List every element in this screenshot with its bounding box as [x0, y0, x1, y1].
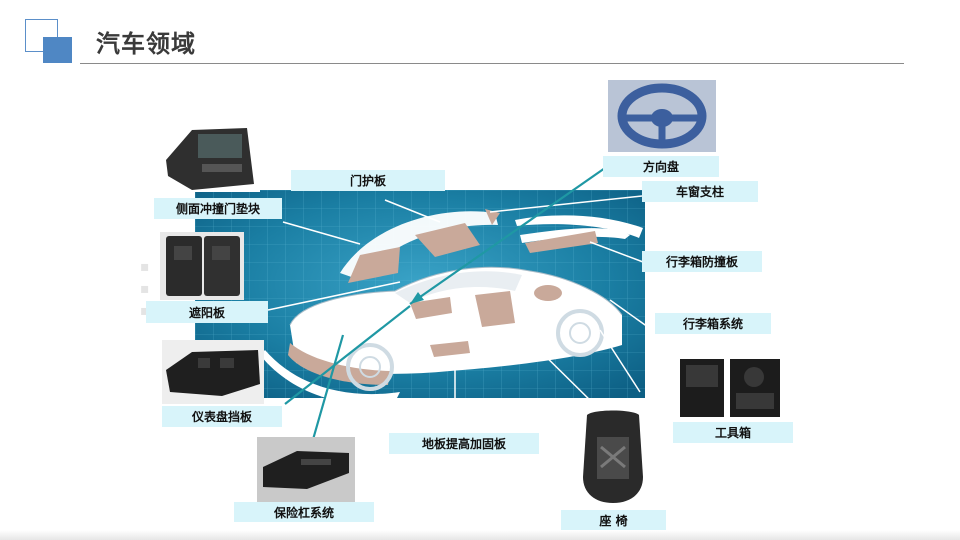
- logo-square-filled: [43, 37, 72, 63]
- dashboard-baffle-photo: [162, 340, 264, 404]
- logo-square-outline: [25, 19, 58, 52]
- car-illustration: [288, 209, 630, 391]
- label-trunk-bumper-board: 行李箱防撞板: [642, 251, 762, 272]
- page-title: 汽车领域: [96, 30, 196, 58]
- label-trunk-system: 行李箱系统: [655, 313, 771, 334]
- sun-visor-photo: [160, 232, 244, 300]
- tool-box-photo: [674, 355, 786, 421]
- label-tool-box: 工具箱: [673, 422, 793, 443]
- swoosh-decoration: [260, 350, 400, 404]
- swoosh-decoration-top: [515, 215, 643, 238]
- seat-photo: [573, 407, 653, 507]
- label-side-impact-pad: 侧面冲撞门垫块: [154, 198, 282, 219]
- label-door-panel: 门护板: [291, 170, 445, 191]
- label-floor-reinforcement: 地板提高加固板: [389, 433, 539, 454]
- title-divider: [80, 63, 904, 64]
- faint-background-text: ▪▪▪: [140, 259, 150, 319]
- label-sun-visor: 遮阳板: [146, 301, 268, 323]
- label-bumper-system: 保险杠系统: [234, 502, 374, 522]
- bumper-system-photo: [257, 437, 355, 503]
- label-dashboard-baffle: 仪表盘挡板: [162, 406, 282, 427]
- label-window-pillar: 车窗支柱: [642, 181, 758, 202]
- bottom-shadow: [0, 530, 960, 540]
- label-steering-wheel: 方向盘: [603, 156, 719, 177]
- label-seat: 座 椅: [561, 510, 666, 531]
- steering-wheel-photo: [608, 80, 716, 152]
- side-impact-pad-photo: [162, 124, 260, 192]
